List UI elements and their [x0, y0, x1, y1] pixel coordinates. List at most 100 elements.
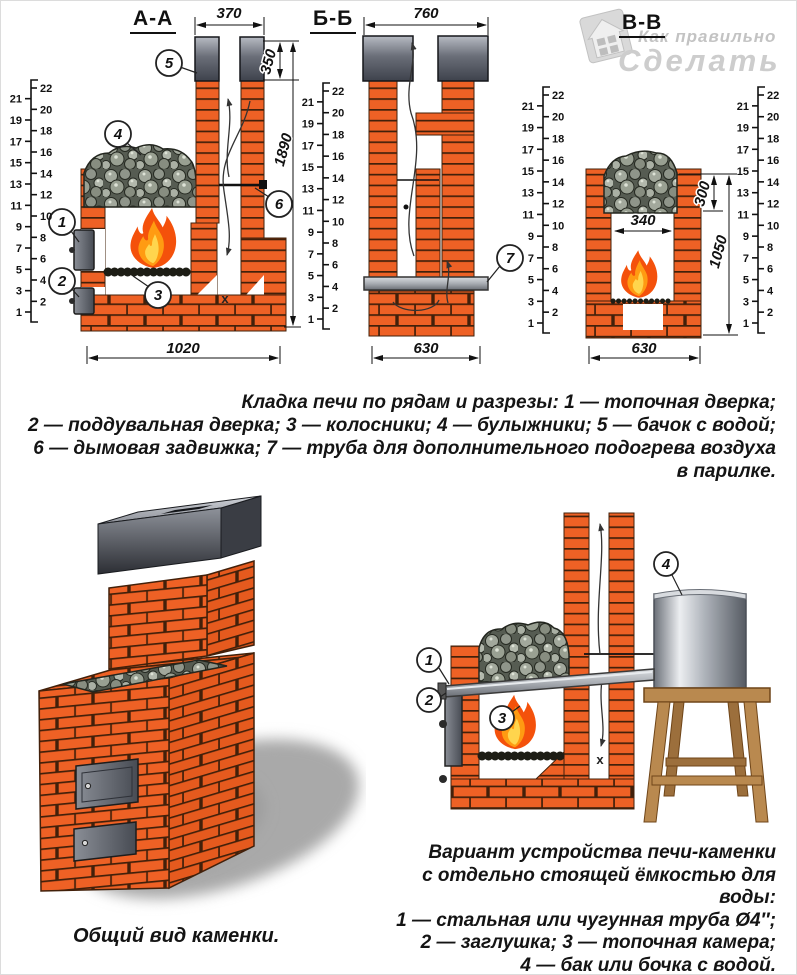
svg-text:16: 16 — [332, 151, 344, 163]
vv-stones — [603, 150, 678, 214]
svg-text:3: 3 — [498, 710, 507, 727]
svg-text:7: 7 — [528, 253, 534, 265]
svg-text:6: 6 — [40, 254, 46, 266]
svg-text:15: 15 — [737, 166, 749, 178]
svg-text:11: 11 — [302, 205, 314, 217]
svg-text:6: 6 — [552, 264, 558, 276]
var-base — [450, 778, 635, 810]
svg-text:20: 20 — [332, 108, 344, 120]
svg-text:2: 2 — [57, 273, 67, 290]
svg-text:8: 8 — [40, 232, 46, 244]
caption-main: Кладка печи по рядам и разрезы: 1 — топо… — [13, 391, 776, 483]
svg-text:370: 370 — [216, 5, 242, 22]
svg-text:4: 4 — [552, 285, 559, 297]
svg-text:630: 630 — [631, 340, 657, 357]
svg-text:12: 12 — [767, 199, 779, 211]
svg-text:1: 1 — [16, 307, 22, 319]
section-label-aa: А-А — [130, 7, 177, 34]
stove-stones — [62, 659, 228, 693]
var-smoke-up — [597, 523, 605, 655]
section-bb: 760 630 7 — [362, 4, 524, 364]
callout-2: 2 — [48, 267, 80, 298]
svg-text:7: 7 — [308, 249, 314, 261]
door-handle — [84, 782, 92, 790]
var-flue-right — [608, 512, 635, 810]
aa-flame-icon — [130, 207, 177, 269]
svg-text:13: 13 — [522, 188, 534, 200]
section-vv: 340 300 1050 630 — [585, 150, 738, 364]
svg-text:3: 3 — [154, 287, 163, 304]
stove-side-face — [168, 651, 255, 890]
bb-smoke-arrow — [408, 42, 418, 257]
aa-firebox-door — [73, 229, 95, 271]
aa-water-tank — [239, 36, 265, 82]
stool-back-rail — [665, 757, 747, 767]
svg-text:14: 14 — [332, 173, 345, 185]
dim-370: 370 — [194, 4, 265, 35]
callout-3: 3 — [489, 705, 521, 731]
aa-closed-channel-mark: х — [221, 291, 229, 306]
general-view-drawing — [38, 495, 360, 899]
callout-2: 2 — [416, 687, 447, 713]
svg-text:15: 15 — [522, 166, 534, 178]
callout-4: 4 — [653, 551, 683, 596]
svg-text:10: 10 — [767, 220, 779, 232]
vv-flame-icon — [621, 250, 658, 298]
svg-text:2: 2 — [424, 692, 434, 709]
bb-air-arrow — [446, 260, 453, 304]
svg-text:3: 3 — [528, 296, 534, 308]
stool-front-rail — [651, 775, 763, 786]
variant-drawing: х 1 2 — [416, 512, 771, 823]
svg-text:7: 7 — [743, 253, 749, 265]
svg-text:20: 20 — [40, 104, 52, 116]
svg-text:1: 1 — [743, 318, 749, 330]
svg-text:13: 13 — [737, 188, 749, 200]
caption-variant-line: 2 — заглушка; 3 — топочная камера; — [420, 932, 776, 953]
var-closed-channel-mark: х — [596, 752, 604, 767]
aa-smoke-arrow-up — [226, 98, 233, 178]
svg-text:7: 7 — [16, 243, 22, 255]
dim-340: 340 — [614, 211, 672, 234]
svg-text:3: 3 — [743, 296, 749, 308]
svg-text:3: 3 — [308, 292, 314, 304]
svg-text:19: 19 — [522, 123, 534, 135]
svg-text:340: 340 — [630, 212, 656, 229]
svg-text:17: 17 — [302, 140, 314, 152]
section-label-vv: В-В — [619, 11, 666, 38]
stool-front-leg — [643, 701, 671, 823]
svg-text:1: 1 — [425, 652, 433, 669]
watermark-text-bottom: Сделать — [618, 43, 781, 78]
stool-front-leg — [743, 701, 769, 823]
callout-1: 1 — [48, 208, 80, 243]
svg-text:19: 19 — [302, 119, 314, 131]
dim-760: 760 — [363, 4, 489, 35]
svg-text:6: 6 — [767, 264, 773, 276]
caption-variant-line: Вариант устройства печи-каменки — [428, 842, 776, 863]
svg-text:14: 14 — [40, 168, 53, 180]
barrel-rim — [653, 589, 747, 600]
svg-text:17: 17 — [737, 144, 749, 156]
caption-variant-line: с отдельно стоящей ёмкостью для воды: — [422, 864, 776, 909]
door-handle — [81, 839, 89, 847]
svg-text:9: 9 — [743, 231, 749, 243]
callout-1: 1 — [416, 647, 450, 685]
svg-text:20: 20 — [767, 112, 779, 124]
svg-text:22: 22 — [767, 90, 779, 102]
svg-text:14: 14 — [767, 177, 780, 189]
section-label-bb: Б-Б — [310, 7, 357, 34]
svg-text:18: 18 — [767, 133, 779, 145]
svg-text:1050: 1050 — [706, 233, 731, 270]
svg-text:14: 14 — [552, 177, 565, 189]
bb-left-column — [368, 80, 398, 292]
dim-1020: 1020 — [86, 339, 281, 364]
dim-630-vv: 630 — [588, 339, 701, 364]
svg-text:12: 12 — [40, 190, 52, 202]
aa-smoke-arrow-down — [222, 100, 251, 256]
bb-water-tank — [362, 35, 414, 82]
caption-variant-line: 1 — стальная или чугунная труба Ø4″; — [396, 909, 776, 931]
svg-text:5: 5 — [743, 275, 749, 287]
